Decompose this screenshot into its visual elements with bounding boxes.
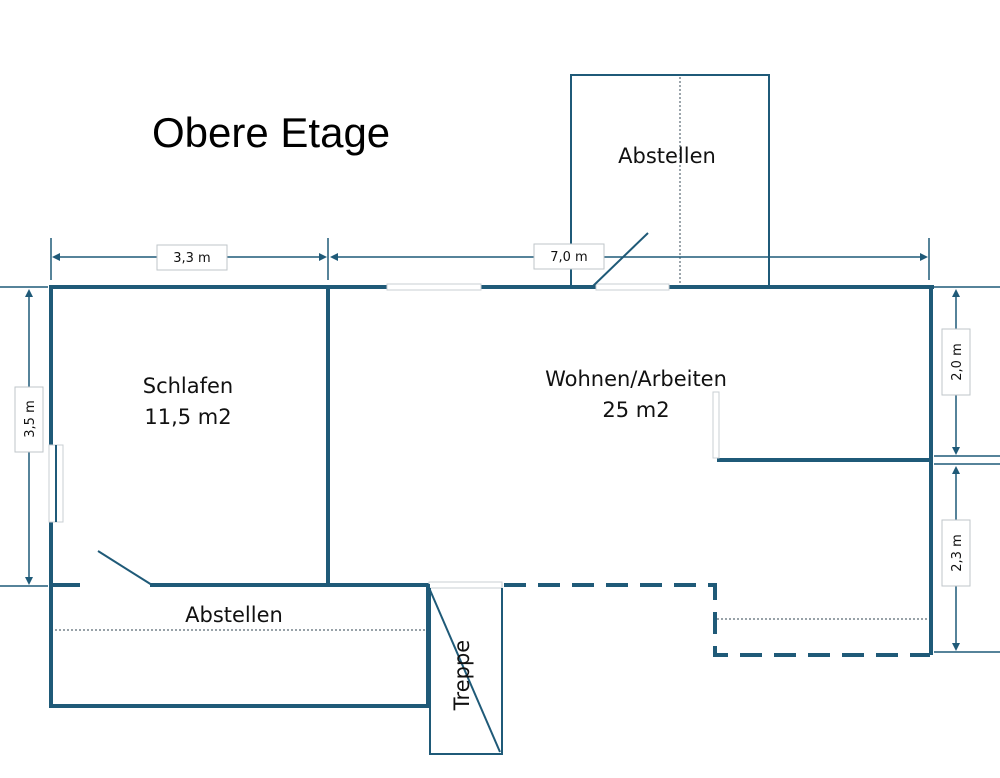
dimension-label: 2,3 m [950, 534, 965, 571]
room-label-abstellen-top: Abstellen [618, 144, 716, 168]
dimension-label: 3,5 m [23, 400, 38, 437]
room-label-treppe: Treppe [450, 640, 474, 711]
dimension-label: 2,0 m [950, 343, 965, 380]
dimension-height-left: 3,5 m [0, 286, 48, 587]
dimension-width-left: 3,3 m [50, 238, 329, 280]
page-title: Obere Etage [152, 109, 390, 156]
interior-partition-right [712, 391, 931, 462]
storage-top [570, 74, 770, 285]
dimension-width-right: 7,0 m [330, 238, 930, 280]
room-label-schlafen: Schlafen [143, 374, 234, 398]
left-wall [48, 285, 64, 588]
dimension-height-right-bottom: 2,3 m [934, 463, 1000, 653]
dimension-height-right-top: 2,0 m [934, 286, 1000, 457]
dimension-label: 7,0 m [550, 250, 587, 265]
storage-bottom [49, 584, 430, 708]
bedroom-bottom-wall [49, 550, 430, 587]
dimension-label: 3,3 m [173, 251, 210, 266]
stairs [429, 588, 503, 755]
stair-opening [428, 581, 503, 589]
room-label-abstellen-bottom: Abstellen [185, 603, 283, 627]
door-swing-storage [591, 232, 649, 288]
room-area-schlafen: 11,5 m2 [144, 405, 231, 429]
dashed-boundary [504, 583, 930, 657]
room-area-wohnen: 25 m2 [602, 398, 669, 422]
top-wall [49, 283, 934, 291]
room-label-wohnen: Wohnen/Arbeiten [545, 367, 727, 391]
